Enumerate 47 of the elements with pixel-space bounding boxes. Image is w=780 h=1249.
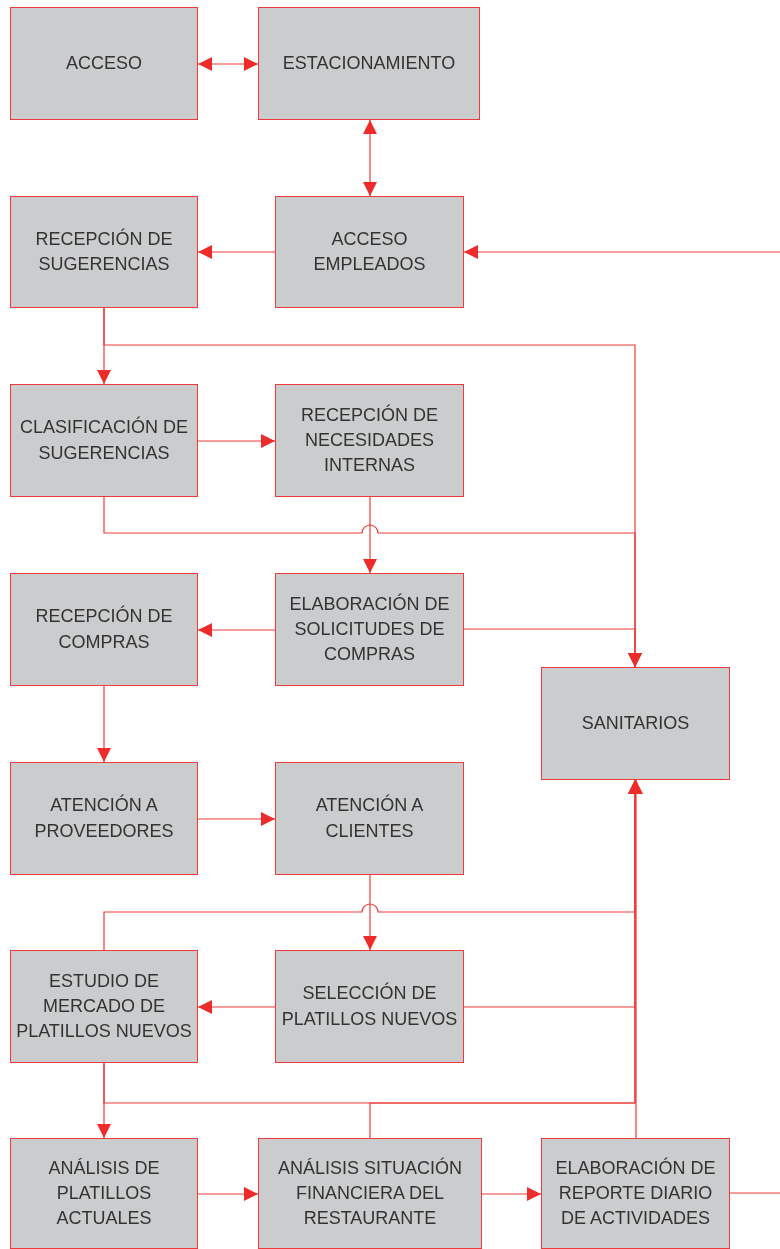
process-box bbox=[10, 7, 198, 120]
box-label: ELABORACIÓN DE SOLICITUDES DE COMPRAS bbox=[288, 592, 451, 667]
arrow bbox=[463, 245, 780, 259]
arrow bbox=[463, 628, 642, 668]
box-label: ACCESO EMPLEADOS bbox=[312, 227, 427, 276]
process-box bbox=[10, 196, 198, 308]
box-label: RECEPCIÓN DE SUGERENCIAS bbox=[34, 227, 174, 276]
arrow bbox=[363, 119, 377, 197]
box-label: ANÁLISIS DE PLATILLOS ACTUALES bbox=[47, 1156, 161, 1231]
arrow bbox=[97, 685, 111, 763]
box-label: ANÁLISIS SITUACIÓN FINANCIERA DEL RESTAURANTE bbox=[276, 1156, 463, 1231]
box-label: ATENCIÓN A PROVEEDORES bbox=[33, 793, 175, 843]
arrow bbox=[197, 623, 276, 637]
process-box bbox=[10, 573, 198, 686]
connector-line bbox=[729, 1192, 780, 1194]
process-box bbox=[275, 762, 464, 875]
box-label: SANITARIOS bbox=[580, 711, 691, 735]
process-box bbox=[541, 1138, 730, 1249]
process-box bbox=[275, 196, 464, 308]
arrow bbox=[197, 245, 276, 259]
process-box bbox=[541, 667, 730, 780]
arrow bbox=[197, 434, 276, 448]
process-box bbox=[10, 1138, 198, 1249]
process-box bbox=[10, 950, 198, 1063]
box-label: ELABORACIÓN DE REPORTE DIARIO DE ACTIVIDADES bbox=[554, 1156, 717, 1231]
box-label: RECEPCIÓN DE COMPRAS bbox=[34, 604, 174, 654]
arrow bbox=[481, 1187, 542, 1201]
box-label: CLASIFICACIÓN DE SUGERENCIAS bbox=[19, 415, 189, 465]
process-box bbox=[275, 573, 464, 686]
box-label: RECEPCIÓN DE NECESIDADES INTERNAS bbox=[300, 403, 439, 478]
arrow bbox=[197, 812, 276, 826]
arrow bbox=[197, 1187, 259, 1201]
box-label: ESTACIONAMIENTO bbox=[281, 51, 457, 75]
process-box bbox=[275, 950, 464, 1063]
process-box bbox=[258, 7, 480, 120]
process-box bbox=[10, 384, 198, 497]
arrow bbox=[363, 874, 377, 951]
arrow bbox=[197, 1000, 276, 1014]
arrow bbox=[363, 496, 377, 574]
box-label: ACCESO bbox=[65, 51, 143, 75]
arrow bbox=[197, 57, 259, 71]
process-box bbox=[275, 384, 464, 497]
box-label: ESTUDIO DE MERCADO DE PLATILLOS NUEVOS bbox=[15, 969, 193, 1044]
process-box bbox=[10, 762, 198, 875]
box-label: SELECCIÓN DE PLATILLOS NUEVOS bbox=[280, 981, 459, 1031]
process-box bbox=[258, 1138, 482, 1249]
box-label: ATENCIÓN A CLIENTES bbox=[314, 793, 425, 843]
